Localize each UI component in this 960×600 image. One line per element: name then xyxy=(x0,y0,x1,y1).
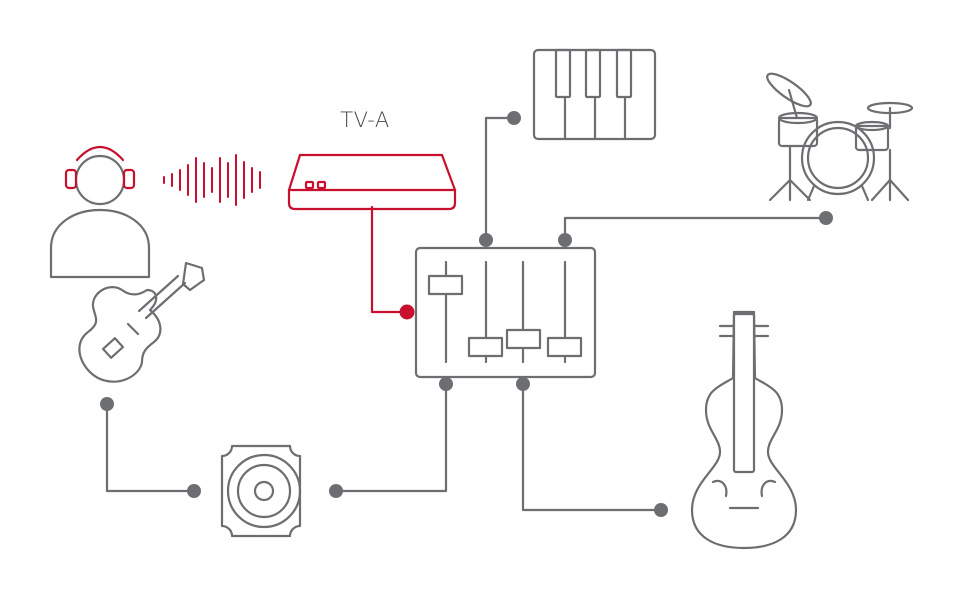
connection-keyboard-mixer xyxy=(484,116,516,242)
connection-mixer-violin xyxy=(521,382,663,512)
connection-lines xyxy=(105,116,828,512)
mixer-icon xyxy=(414,246,597,379)
node-drums xyxy=(819,211,833,225)
connection-device-mixer xyxy=(370,205,409,314)
mixer-fader-3 xyxy=(505,260,542,364)
electric-guitar-icon xyxy=(78,261,206,383)
device-label: TV-A xyxy=(340,108,390,132)
node-speaker-right xyxy=(329,484,343,498)
tv-a-device-icon xyxy=(287,153,457,211)
connection-guitar-speaker xyxy=(105,402,196,493)
node-mixer-bottom-right xyxy=(516,377,530,391)
mixer-fader-1 xyxy=(427,260,464,364)
mixer-fader-2 xyxy=(467,260,504,364)
connection-drums-mixer xyxy=(563,216,828,242)
node-mixer-top-right xyxy=(558,233,572,247)
keyboard-icon xyxy=(532,48,657,141)
drum-kit-icon xyxy=(766,72,914,202)
speaker-icon xyxy=(220,444,302,538)
node-violin xyxy=(654,503,668,517)
node-speaker-left xyxy=(187,484,201,498)
node-mixer-top-left xyxy=(479,233,493,247)
connection-nodes xyxy=(100,111,833,517)
person-headphones-icon xyxy=(49,145,151,279)
connection-speaker-mixer xyxy=(334,382,448,493)
sound-wave-icon xyxy=(163,154,261,206)
node-mixer-bottom-left xyxy=(439,377,453,391)
node-device-input xyxy=(399,304,415,320)
node-guitar xyxy=(100,397,114,411)
violin-icon xyxy=(690,310,798,550)
node-keyboard xyxy=(507,111,521,125)
mixer-fader-4 xyxy=(546,260,583,364)
